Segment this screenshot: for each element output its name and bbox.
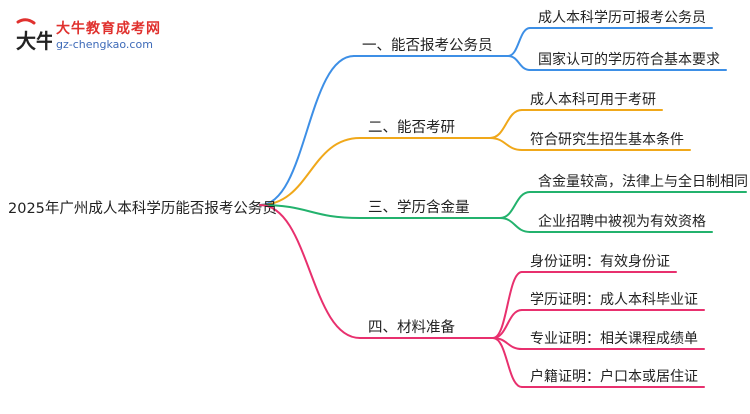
branch-2-child-2[interactable]: 符合研究生招生基本条件 [530,131,684,148]
branch-3-child-1[interactable]: 含金量较高，法律上与全日制相同 [538,173,748,190]
branch-4-child-4-connector [492,337,523,388]
branch-3-child-2[interactable]: 企业招聘中被视为有效资格 [538,213,706,230]
logo-mark-icon: 大牛 [16,18,52,53]
branch-2-child-1[interactable]: 成人本科可用于考研 [530,92,656,108]
branch-1-label[interactable]: 一、能否报考公务员 [362,37,493,54]
branch-2-connector [259,137,361,206]
branch-2-child-1-connector [489,109,523,139]
branch-4-child-3[interactable]: 专业证明：相关课程成绩单 [530,331,698,347]
branch-3-child-2-connector [499,217,531,233]
branch-4-child-1-connector [492,271,523,339]
site-logo[interactable]: 大牛 大牛教育成考网 gz-chengkao.com [12,16,212,60]
branch-3-child-1-connector [499,191,531,219]
branch-4-child-4[interactable]: 户籍证明：户口本或居住证 [530,368,698,385]
branch-1-connector [259,55,355,206]
branch-3-connector [259,204,361,219]
branch-4-child-2[interactable]: 学历证明：成人本科毕业证 [530,292,698,308]
connector-lines [259,27,747,388]
branch-1-child-1-connector [507,27,531,57]
branch-1-child-2-connector [507,55,531,71]
branch-4-label[interactable]: 四、材料准备 [368,319,455,336]
branch-3-label[interactable]: 三、学历含金量 [368,199,470,216]
logo-title: 大牛教育成考网 [56,21,161,37]
branch-4-connector [259,204,361,339]
branch-2-child-2-connector [489,137,523,151]
logo-mark-text: 大牛 [16,29,52,53]
branch-4-child-2-connector [492,309,523,339]
branch-1-child-1[interactable]: 成人本科学历可报考公务员 [538,10,706,26]
branch-1-child-2[interactable]: 国家认可的学历符合基本要求 [538,51,720,68]
branch-2-label[interactable]: 二、能否考研 [368,119,455,136]
logo-url: gz-chengkao.com [56,38,153,51]
node-labels: 2025年广州成人本科学历能否报考公务员 一、能否报考公务员 成人本科学历可报考公务… [8,10,748,385]
root-node[interactable]: 2025年广州成人本科学历能否报考公务员 [8,200,277,217]
branch-4-child-1[interactable]: 身份证明：有效身份证 [530,254,670,270]
